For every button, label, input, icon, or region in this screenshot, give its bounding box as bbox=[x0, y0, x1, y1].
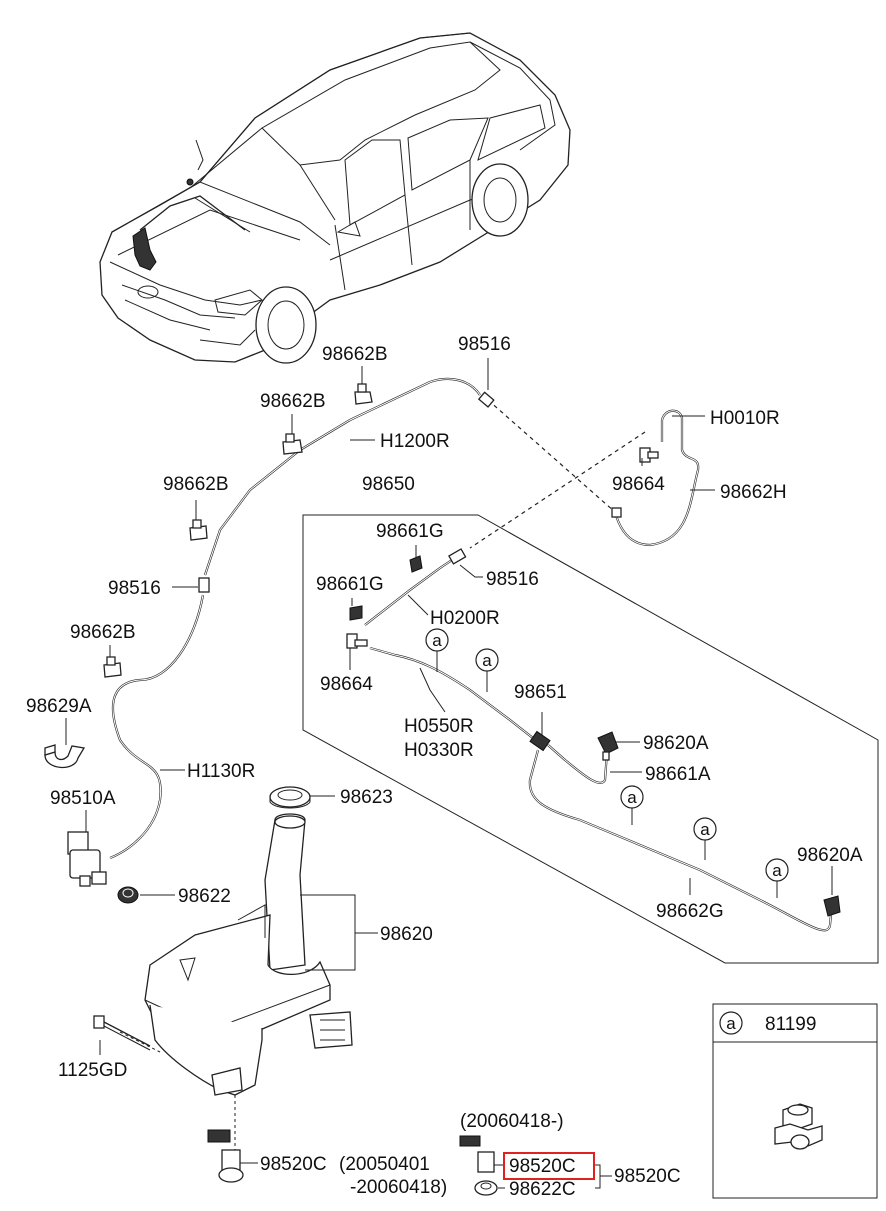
label-98661g-1: 98661G bbox=[376, 521, 444, 542]
label-h1130r: H1130R bbox=[187, 761, 255, 782]
dashed-link-top bbox=[487, 399, 616, 513]
label-98516-left: 98516 bbox=[108, 578, 161, 599]
clip-81199-icon bbox=[774, 1103, 823, 1150]
fitting-98664-left bbox=[346, 633, 368, 649]
label-date-range-end: -20060418) bbox=[350, 1177, 447, 1198]
label-98662h: 98662H bbox=[720, 482, 787, 503]
label-98520c-left: 98520C bbox=[260, 1154, 327, 1175]
cap-98623 bbox=[269, 786, 311, 809]
callout-a-3: a bbox=[620, 785, 644, 825]
legend-letter: a bbox=[726, 1014, 736, 1033]
car-illustration bbox=[99, 32, 571, 364]
label-98520c-boxed: 98520C bbox=[509, 1156, 576, 1177]
label-98662g: 98662G bbox=[656, 901, 724, 922]
label-98622: 98622 bbox=[178, 886, 231, 907]
label-98629a: 98629A bbox=[26, 696, 92, 717]
bolt-1125gd bbox=[93, 1015, 151, 1051]
label-date-range-start: (20050401 bbox=[339, 1154, 430, 1175]
label-98520c-group: 98520C bbox=[614, 1166, 681, 1187]
label-98651: 98651 bbox=[514, 682, 567, 703]
grommet-98622 bbox=[117, 886, 139, 904]
callout-a-4: a bbox=[693, 817, 717, 860]
label-h0200r: H0200R bbox=[430, 608, 500, 629]
hose-h1130r bbox=[109, 594, 205, 860]
pump-98510a bbox=[67, 831, 107, 887]
label-98662b-4: 98662B bbox=[70, 622, 136, 643]
label-h0550r: H0550R bbox=[404, 716, 474, 737]
bolt-guide-line bbox=[119, 1031, 161, 1053]
svg-text:a: a bbox=[627, 788, 637, 807]
svg-text:a: a bbox=[700, 820, 710, 839]
dashed-link-mid bbox=[469, 431, 646, 549]
legend-box: a 81199 bbox=[712, 1003, 878, 1199]
pump-98520c-old bbox=[207, 1095, 244, 1183]
label-98661g-2: 98661G bbox=[316, 574, 384, 595]
reservoir-98620 bbox=[144, 813, 353, 1096]
callout-a-1: a bbox=[425, 628, 449, 672]
nozzle-98620a-1 bbox=[597, 731, 619, 761]
connector-98516-top bbox=[477, 391, 495, 408]
highlight-box-98520c bbox=[503, 1152, 595, 1180]
clip-98662b-3 bbox=[189, 519, 208, 541]
fitting-98664-right bbox=[639, 447, 659, 463]
connector-end bbox=[611, 507, 622, 518]
label-98516-top: 98516 bbox=[458, 334, 511, 355]
clip-98661g-2 bbox=[349, 605, 363, 621]
assembly-98650-outline bbox=[302, 514, 879, 964]
label-98662b-2: 98662B bbox=[260, 391, 326, 412]
hose-h0010r bbox=[613, 409, 700, 547]
connector-98516-mid bbox=[448, 548, 467, 565]
callout-a-5: a bbox=[765, 858, 789, 898]
label-98620a-2: 98620A bbox=[797, 845, 863, 866]
hose-98661a bbox=[547, 744, 609, 784]
clip-98662b-4 bbox=[103, 656, 122, 678]
label-98620: 98620 bbox=[380, 924, 433, 945]
legend-callout-circle bbox=[719, 1011, 743, 1035]
label-98662b-3: 98662B bbox=[163, 474, 229, 495]
bracket-98629a bbox=[44, 744, 86, 769]
hose-h0200r bbox=[364, 557, 456, 626]
label-98623: 98623 bbox=[340, 787, 393, 808]
hose-98662g bbox=[528, 749, 834, 932]
label-h1200r: H1200R bbox=[380, 431, 450, 452]
leader-lines bbox=[65, 358, 833, 1189]
joint-98651 bbox=[529, 730, 551, 752]
label-1125gd: 1125GD bbox=[58, 1060, 127, 1081]
label-98620a-1: 98620A bbox=[643, 733, 709, 754]
svg-text:a: a bbox=[772, 861, 782, 880]
label-98622c: 98622C bbox=[509, 1179, 576, 1200]
label-h0330r: H0330R bbox=[404, 740, 474, 761]
label-98510a: 98510A bbox=[50, 788, 116, 809]
hose-h1200r bbox=[203, 377, 481, 576]
label-98664-right: 98664 bbox=[612, 474, 665, 495]
label-98664-left: 98664 bbox=[320, 674, 373, 695]
clip-98662b-2 bbox=[282, 433, 303, 455]
callout-a-2: a bbox=[475, 648, 499, 692]
label-h0010r: H0010R bbox=[710, 408, 780, 429]
clip-98661g-1 bbox=[409, 555, 423, 573]
clip-98662b-1 bbox=[354, 383, 373, 405]
label-98516-mid: 98516 bbox=[486, 569, 539, 590]
label-98662b-1: 98662B bbox=[322, 344, 388, 365]
hose-h0550r bbox=[369, 646, 539, 743]
nozzle-98620a-2 bbox=[823, 895, 841, 917]
svg-text:a: a bbox=[482, 651, 492, 670]
legend-part-number: 81199 bbox=[765, 1014, 816, 1035]
label-98661a: 98661A bbox=[645, 764, 711, 785]
label-date-new: (20060418-) bbox=[460, 1111, 564, 1132]
svg-text:a: a bbox=[432, 631, 442, 650]
pump-98520c-new bbox=[459, 1135, 498, 1196]
label-98650: 98650 bbox=[362, 474, 415, 495]
connector-98516-left bbox=[198, 577, 210, 593]
